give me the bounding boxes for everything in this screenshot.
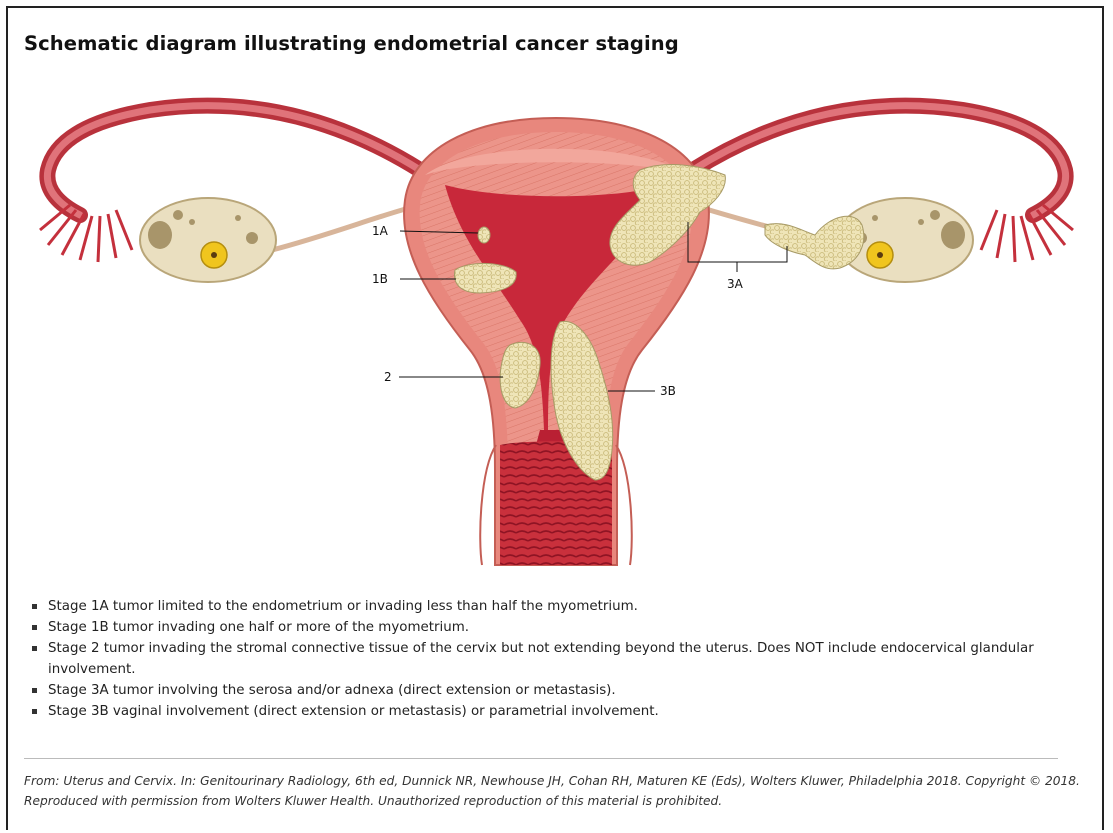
left-ovary: [140, 198, 276, 282]
label-2: 2: [384, 370, 392, 384]
tumor-stage-3a-adnexal: [765, 216, 864, 269]
stage-1a-description: Stage 1A tumor limited to the endometriu…: [28, 596, 1088, 617]
right-fallopian-tube: [693, 106, 1066, 215]
uterus-diagram: 1A 1B 2 3A 3B: [0, 0, 1113, 590]
stage-3b-description: Stage 3B vaginal involvement (direct ext…: [28, 701, 1088, 722]
label-3b: 3B: [660, 384, 676, 398]
left-ovarian-ligament: [272, 205, 420, 250]
source-citation: From: Uterus and Cervix. In: Genitourina…: [24, 772, 1084, 811]
stage-2-description: Stage 2 tumor invading the stromal conne…: [28, 638, 1088, 680]
label-1a: 1A: [372, 224, 389, 238]
label-1b: 1B: [372, 272, 388, 286]
stage-1b-description: Stage 1B tumor invading one half or more…: [28, 617, 1088, 638]
stage-descriptions: Stage 1A tumor limited to the endometriu…: [28, 596, 1088, 722]
left-fallopian-tube: [47, 106, 420, 215]
divider: [24, 758, 1058, 759]
label-3a: 3A: [727, 277, 744, 291]
stage-3a-description: Stage 3A tumor involving the serosa and/…: [28, 680, 1088, 701]
tumor-stage-1a: [478, 227, 490, 243]
